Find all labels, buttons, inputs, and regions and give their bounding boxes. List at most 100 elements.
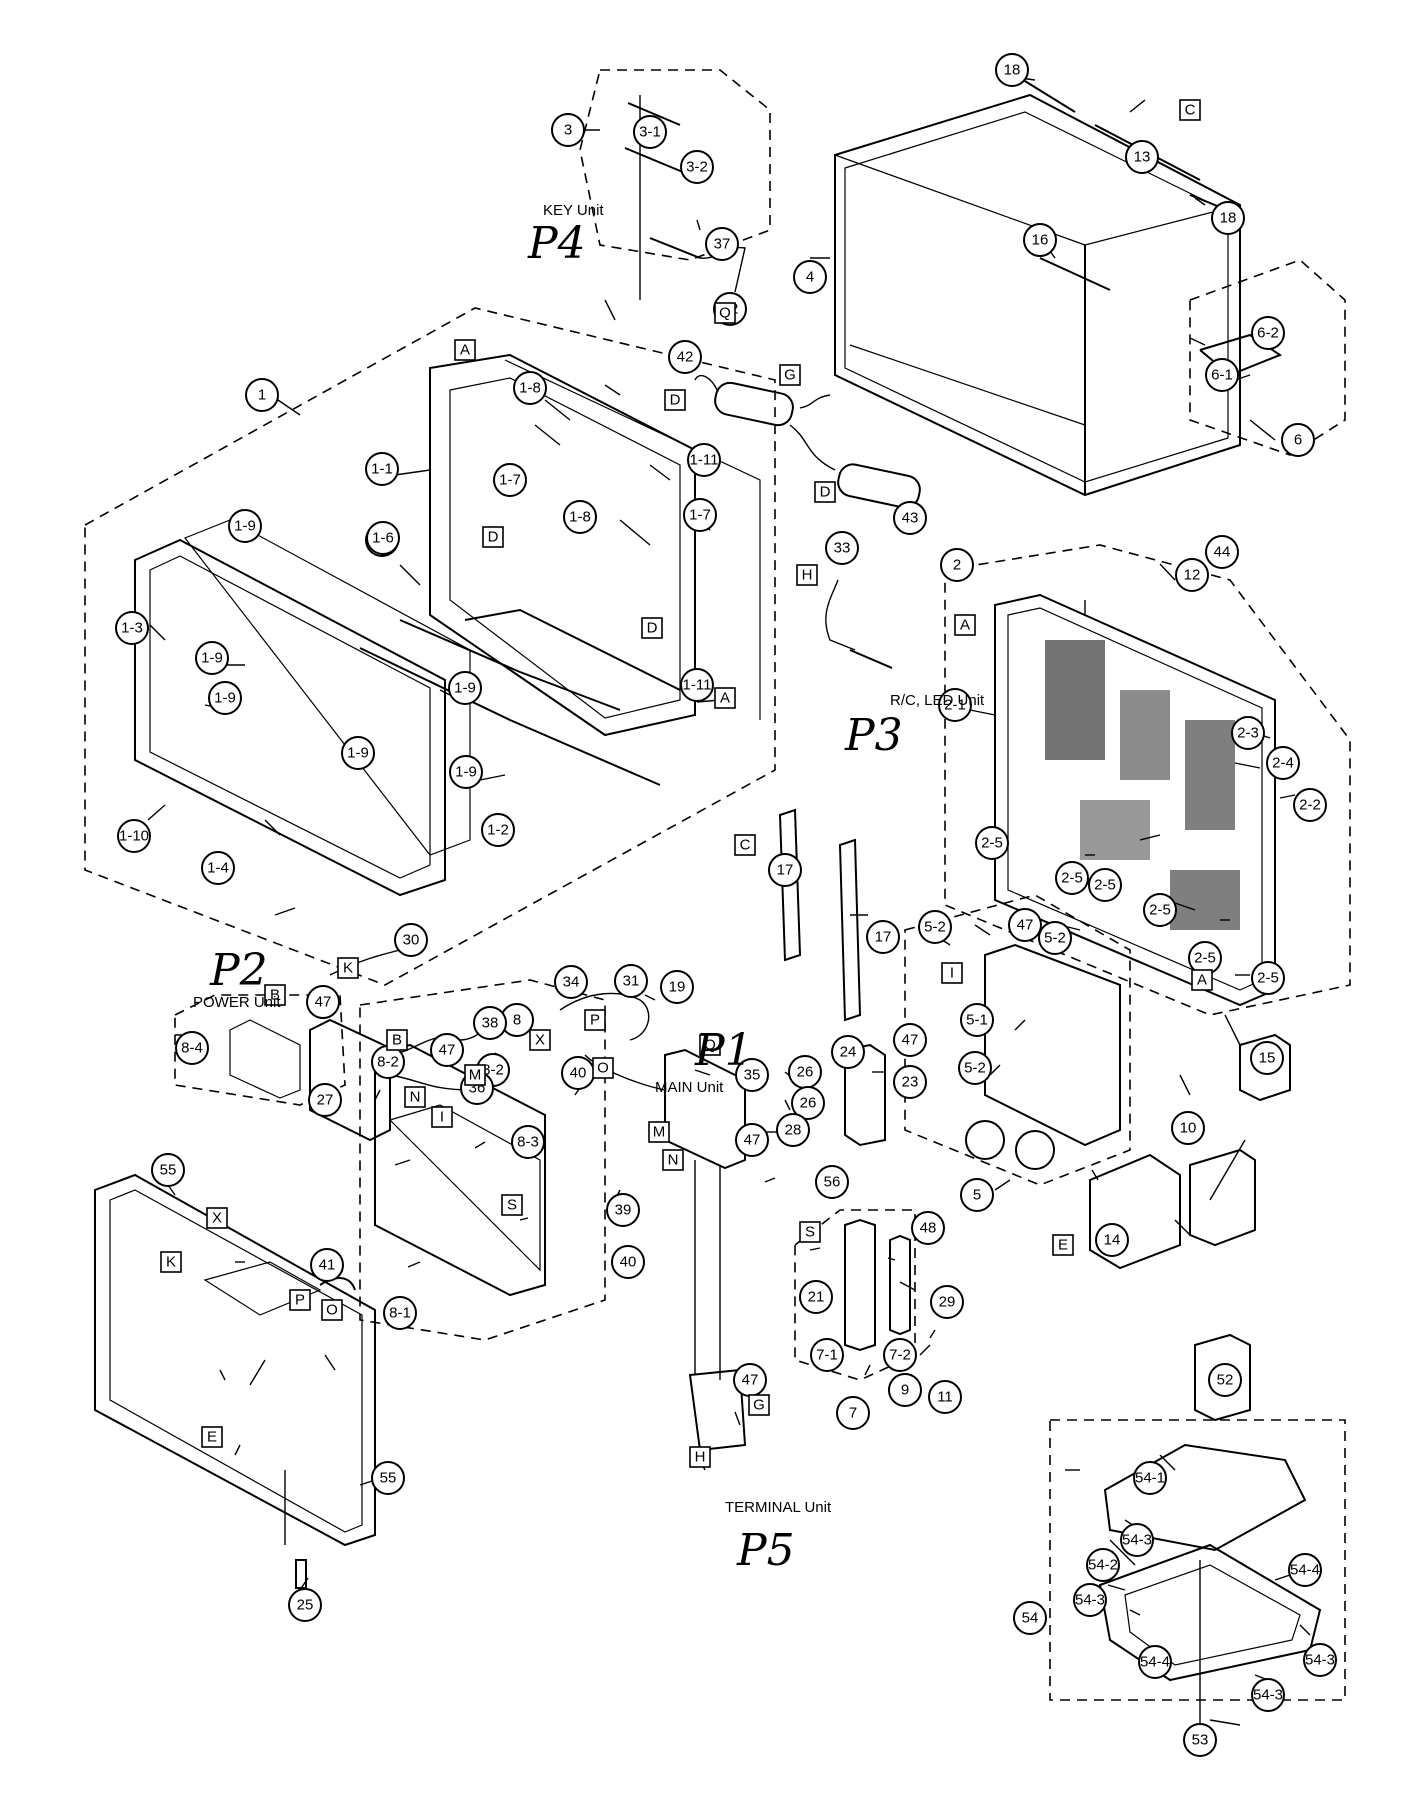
callout-text: 1-8 [569, 509, 591, 526]
neck-10 [1189, 1148, 1256, 1247]
letter-text: S [805, 1224, 815, 1241]
callout: 15 [1250, 1041, 1284, 1075]
speaker-42 [714, 381, 794, 427]
neck-14 [1089, 1153, 1181, 1270]
callout-text: 10 [1180, 1120, 1197, 1137]
letter-text: O [597, 1060, 609, 1077]
callout-text: 6-2 [1257, 325, 1279, 342]
callout: 1-8 [563, 500, 597, 534]
callout-text: 8-1 [389, 1305, 411, 1322]
letter-box: X [529, 1029, 551, 1051]
callout: 47 [306, 985, 340, 1019]
callout-text: 3 [564, 122, 572, 139]
callout-text: 54-1 [1135, 1470, 1165, 1487]
callout: 2-5 [1055, 861, 1089, 895]
callout-text: 47 [315, 994, 332, 1011]
letter-box: E [201, 1426, 223, 1448]
callout-text: 7-1 [816, 1347, 838, 1364]
callout: 26 [791, 1086, 825, 1120]
callout-text: 8-4 [181, 1040, 203, 1057]
callout: 8-4 [175, 1031, 209, 1065]
callout: 25 [288, 1588, 322, 1622]
group-54-outline [1049, 1419, 1346, 1701]
callout: 21 [799, 1280, 833, 1314]
callout: 5-1 [960, 1003, 994, 1037]
callout-text: 17 [777, 862, 794, 879]
letter-box: P [584, 1009, 606, 1031]
letter-text: N [668, 1152, 679, 1169]
callout: 1-7 [683, 498, 717, 532]
callout: 5-2 [918, 910, 952, 944]
power-unit-label: POWER Unit [193, 994, 281, 1011]
callout: 4 [793, 260, 827, 294]
callout-text: 8 [513, 1012, 521, 1029]
letter-text: N [410, 1089, 421, 1106]
letter-box: X [206, 1207, 228, 1229]
callout: 47 [735, 1123, 769, 1157]
letter-box: D [641, 617, 663, 639]
callout-text: 25 [297, 1597, 314, 1614]
callout: 2-1 [938, 688, 972, 722]
handwritten-p1: P1 [694, 1025, 753, 1076]
callout-text: 2-5 [1094, 877, 1116, 894]
callout-text: 2-1 [944, 697, 966, 714]
callout: 2-4 [1266, 746, 1300, 780]
callout: 54-3 [1120, 1523, 1154, 1557]
bracket-7-2 [889, 1234, 911, 1336]
callout: 44 [1205, 535, 1239, 569]
callout-text: 48 [920, 1220, 937, 1237]
callout-text: 1-9 [454, 680, 476, 697]
callout: 1-10 [117, 819, 151, 853]
callout: 17 [768, 853, 802, 887]
group-8-outline [359, 979, 606, 1341]
callout-text: 41 [319, 1257, 336, 1274]
callout-text: 2-5 [1061, 870, 1083, 887]
letter-text: A [960, 617, 970, 634]
callout: 1-1 [365, 452, 399, 486]
letter-box: H [689, 1446, 711, 1468]
panel-1-3-inner [149, 555, 431, 879]
callout-text: 5-2 [1044, 930, 1066, 947]
strip-1-6 [399, 619, 621, 711]
callout: 1-9 [208, 681, 242, 715]
letter-text: C [740, 837, 751, 854]
letter-box: K [337, 957, 359, 979]
handwritten-p2: P2 [209, 945, 268, 996]
callout: 43 [893, 501, 927, 535]
callout-text: 54-3 [1305, 1652, 1335, 1669]
bracket-17-left [778, 808, 802, 962]
callout-text: 31 [623, 973, 640, 990]
callout-text: 29 [939, 1294, 956, 1311]
letter-text: G [784, 367, 796, 384]
callout: 3-2 [680, 150, 714, 184]
callout: 1-11 [680, 668, 714, 702]
callout: 19 [660, 970, 694, 1004]
bracket-52 [1194, 1333, 1251, 1422]
callout-text: 1-11 [683, 677, 712, 694]
strip-1-5 [359, 647, 661, 786]
letter-text: S [507, 1197, 517, 1214]
callout-text: 21 [808, 1289, 825, 1306]
callout-text: 44 [1214, 544, 1231, 561]
bracket-7 [844, 1218, 876, 1352]
callout: 7 [836, 1396, 870, 1430]
letter-text: P [590, 1012, 600, 1029]
callout: 29 [930, 1285, 964, 1319]
letter-box: G [748, 1394, 770, 1416]
callout-text: 33 [834, 540, 851, 557]
letter-box: B [264, 984, 286, 1006]
callout: 2-5 [1188, 941, 1222, 975]
callout-text: 7-2 [889, 1347, 911, 1364]
callout-text: 2-3 [1237, 725, 1259, 742]
callout-text: 1-11 [690, 452, 719, 469]
callout-text: 16 [1032, 232, 1049, 249]
letter-text: Q [704, 1037, 716, 1054]
rc-led-unit-label: R/C, LED Unit [890, 692, 985, 709]
callout-text: 4 [806, 269, 814, 286]
callout: 41 [310, 1248, 344, 1282]
callout-text: 55 [160, 1162, 177, 1179]
callout-text: 1-8 [519, 380, 541, 397]
callout-text: 9 [901, 1382, 909, 1399]
callout: 1-8 [513, 371, 547, 405]
